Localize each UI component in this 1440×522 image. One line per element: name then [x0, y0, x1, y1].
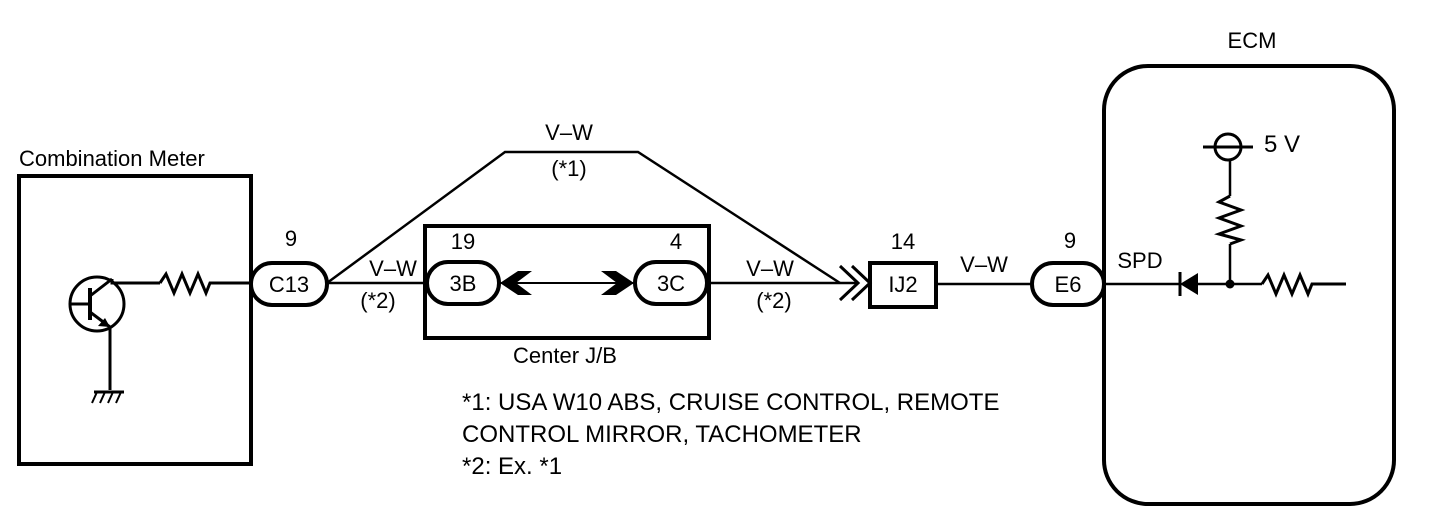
connector-c13-label: C13 — [269, 272, 309, 297]
wire-top-color: V–W — [545, 120, 593, 145]
ecm-terminal-label: SPD — [1117, 248, 1162, 273]
combination-meter-box — [17, 174, 253, 466]
jb-chevron-right — [601, 271, 634, 295]
transistor-symbol — [68, 275, 160, 390]
connector-ij2: IJ2 14 — [868, 229, 938, 309]
wire-3c-ij2-color: V–W — [746, 256, 794, 281]
connector-e6: E6 9 — [1030, 228, 1106, 307]
connector-e6-label: E6 — [1055, 272, 1082, 297]
voltage-source-symbol: 5 V — [1203, 131, 1300, 162]
connector-3b: 3B 19 — [425, 229, 501, 306]
wire-3c-ij2: V–W (*2) — [707, 256, 873, 313]
center-jb: Center J/B 3B 19 3C 4 — [423, 224, 711, 368]
center-jb-label: Center J/B — [513, 343, 617, 368]
combination-meter: Combination Meter — [17, 146, 253, 466]
ecm-resistor — [1260, 271, 1346, 298]
connector-3b-pin: 19 — [451, 229, 475, 254]
wire-3c-ij2-note: (*2) — [756, 288, 791, 313]
ecm-label: ECM — [1228, 28, 1277, 53]
connector-3c: 3C 4 — [633, 229, 709, 306]
connector-c13-pin: 9 — [285, 226, 297, 251]
connector-3c-label: 3C — [657, 271, 685, 296]
voltage-label: 5 V — [1264, 131, 1300, 158]
ground-symbol — [91, 390, 124, 404]
footnote-1: *1: USA W10 ABS, CRUISE CONTROL, REMOTE — [462, 389, 999, 416]
wire-junction-chevron — [838, 264, 861, 302]
connector-e6-pin: 9 — [1064, 228, 1076, 253]
connector-3c-pin: 4 — [670, 229, 682, 254]
diode-symbol — [1178, 272, 1198, 296]
wire-c13-3b-color: V–W — [369, 256, 417, 281]
connector-3b-label: 3B — [450, 271, 477, 296]
footnote-2: *2: Ex. *1 — [462, 453, 562, 480]
wire-ij2-e6: V–W — [936, 252, 1032, 286]
wire-ij2-e6-color: V–W — [960, 252, 1008, 277]
ecm: ECM SPD 5 V — [1102, 28, 1396, 506]
combination-meter-label: Combination Meter — [19, 146, 205, 171]
wire-top-note: (*1) — [551, 156, 586, 181]
connector-ij2-label: IJ2 — [888, 272, 917, 297]
wire-c13-3b: V–W (*2) — [327, 256, 427, 313]
connector-ij2-pin: 14 — [891, 229, 915, 254]
wire-c13-3b-note: (*2) — [360, 288, 395, 313]
footnotes: *1: USA W10 ABS, CRUISE CONTROL, REMOTE … — [462, 389, 999, 480]
wire-top: V–W (*1) — [326, 120, 841, 285]
meter-resistor — [158, 270, 250, 297]
connector-c13: C13 9 — [249, 226, 329, 307]
footnote-1-cont: CONTROL MIRROR, TACHOMETER — [462, 421, 862, 448]
pullup-resistor — [1214, 160, 1246, 284]
jb-chevron-left — [500, 271, 532, 295]
